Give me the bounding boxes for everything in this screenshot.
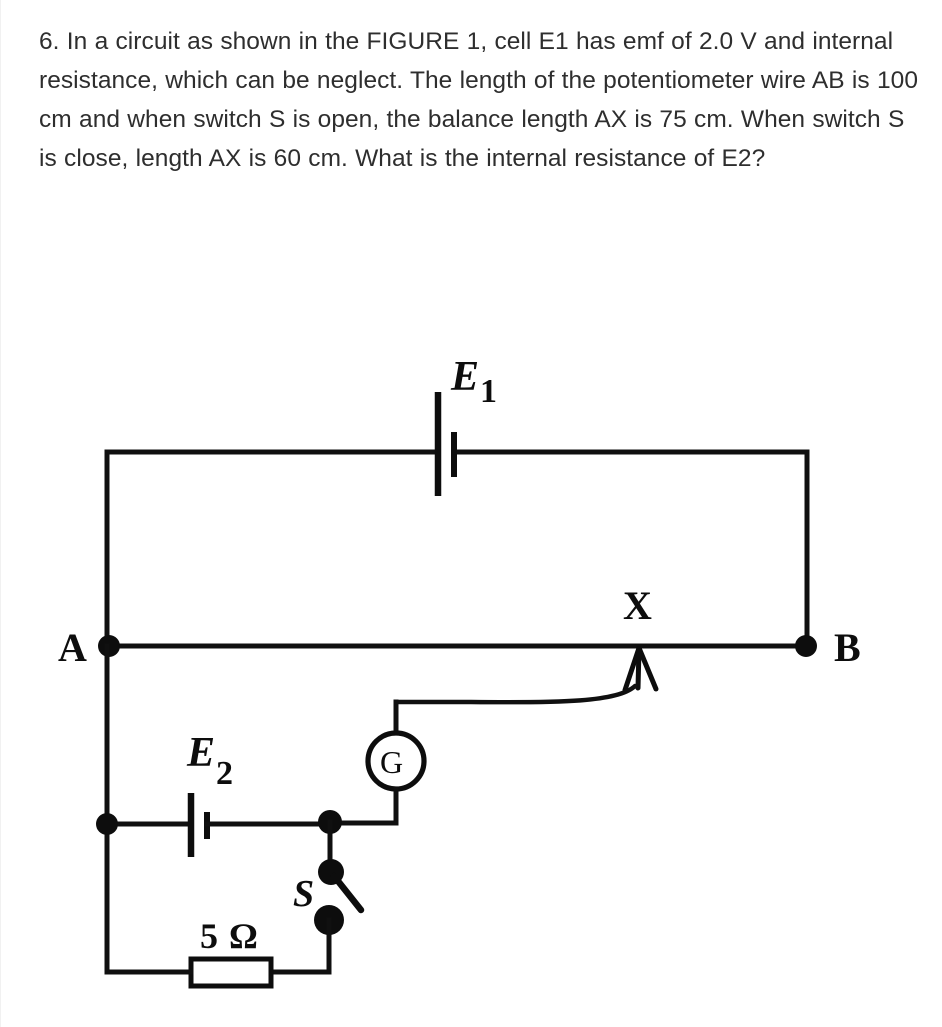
galvanometer-label: G <box>380 744 403 780</box>
resistor-value-label: 5 <box>200 916 218 956</box>
cell-e1-label-subscript: 1 <box>480 373 497 410</box>
terminal-b-label: B <box>834 625 861 670</box>
jockey-stem <box>635 645 642 691</box>
cell-e2-label: E <box>186 730 215 776</box>
cell-e1-label: E <box>450 354 479 400</box>
terminal-b-node <box>795 635 817 657</box>
switch-upper-contact <box>318 859 344 885</box>
left-junction-node <box>96 813 118 835</box>
wire-jockey-to-galvanometer <box>393 683 638 705</box>
mid-junction-node <box>318 810 342 834</box>
jockey-right-leg <box>636 645 659 692</box>
switch-blade[interactable] <box>330 872 365 914</box>
galvanometer-circle <box>365 730 427 792</box>
resistor-unit-label: Ω <box>229 916 258 956</box>
resistor-5ohm-body <box>188 956 274 989</box>
switch-lower-contact <box>314 905 344 935</box>
question-text: 6. In a circuit as shown in the FIGURE 1… <box>39 28 919 172</box>
slider-x-label: X <box>623 583 652 628</box>
terminal-a-node <box>98 635 120 657</box>
question-block: 6. In a circuit as shown in the FIGURE 1… <box>39 22 927 178</box>
cell-e2-label-subscript: 2 <box>216 755 233 792</box>
terminal-a-label: A <box>58 625 87 670</box>
switch-label: S <box>293 873 314 915</box>
jockey-left-leg <box>622 645 642 693</box>
